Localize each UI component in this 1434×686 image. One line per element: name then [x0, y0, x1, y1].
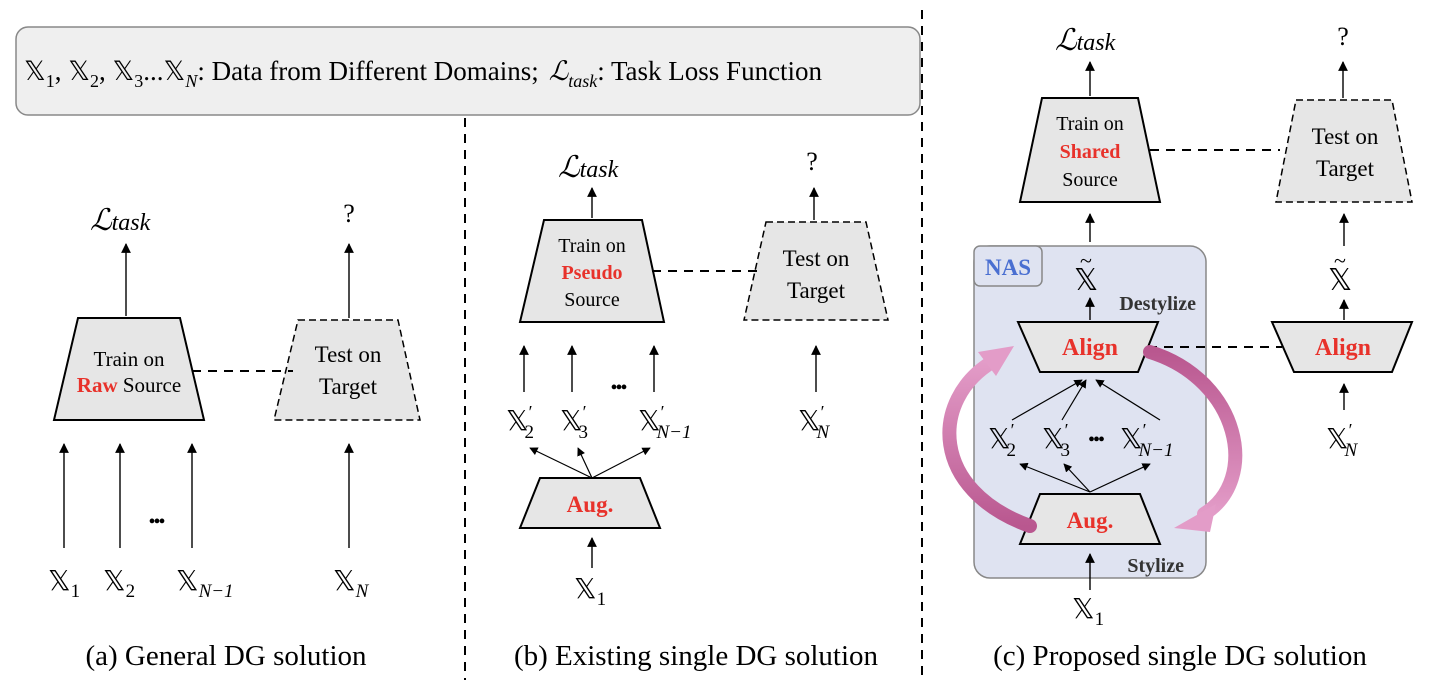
panel-b-train-box: [518, 219, 666, 323]
legend-text: 𝕏1, 𝕏2, 𝕏3...𝕏N: Data from Different Dom…: [24, 56, 823, 91]
svg-text:?: ?: [806, 147, 818, 176]
svg-text:Train on: Train on: [94, 347, 165, 371]
arc-left: [942, 355, 1037, 533]
svg-text:𝕏2: 𝕏2: [103, 564, 135, 602]
svg-text:~: ~: [1334, 248, 1346, 273]
panel-b-caption: (b) Existing single DG solution: [514, 640, 879, 672]
nas-tag: [973, 245, 1043, 287]
arc-right: [1143, 345, 1243, 521]
svg-text:Train on: Train on: [558, 235, 626, 257]
panel-c-test-box: [1275, 99, 1413, 203]
svg-text:Test on: Test on: [783, 246, 850, 271]
svg-text:𝕏′N−1: 𝕏′N−1: [638, 402, 692, 443]
svg-text:Test on: Test on: [315, 342, 382, 367]
arc-left-head: [978, 346, 1014, 376]
svg-text:~: ~: [1080, 248, 1092, 273]
svg-text:𝕏N: 𝕏N: [333, 564, 370, 602]
svg-text:Align: Align: [1062, 335, 1118, 361]
svg-text:Raw Source: Raw Source: [77, 373, 181, 397]
panel-a-question: ?: [343, 199, 355, 228]
svg-text:𝕏′N−1: 𝕏′N−1: [1120, 420, 1174, 461]
legend-box: 𝕏1, 𝕏2, 𝕏3...𝕏N: Data from Different Dom…: [15, 26, 921, 116]
svg-text:Pseudo: Pseudo: [561, 262, 622, 284]
svg-text:𝕏: 𝕏: [1328, 263, 1352, 298]
svg-text:ℒtask: ℒtask: [558, 151, 619, 184]
svg-text:Source: Source: [564, 289, 620, 311]
panel-a-test-box: [273, 319, 421, 421]
svg-text:𝕏′2: 𝕏′2: [988, 420, 1016, 461]
arc-right-head: [1174, 504, 1216, 532]
svg-text:𝕏′2: 𝕏′2: [506, 402, 534, 443]
panel-c: NAS ℒtask ? Train on Shared Source Test …: [942, 22, 1414, 672]
svg-text:•••: •••: [148, 511, 164, 533]
panel-b-aug-box: [518, 477, 662, 529]
svg-text:𝕏1: 𝕏1: [1072, 592, 1104, 630]
svg-text:Target: Target: [787, 278, 846, 303]
panel-c-train-box: [1018, 97, 1162, 203]
svg-text:Aug.: Aug.: [567, 492, 614, 517]
svg-text:NAS: NAS: [985, 255, 1031, 280]
svg-text:𝕏′3: 𝕏′3: [560, 402, 588, 443]
svg-text:Align: Align: [1315, 335, 1371, 361]
svg-text:•••: •••: [1088, 429, 1104, 451]
svg-text:Source: Source: [1062, 169, 1118, 191]
svg-text:𝕏′N: 𝕏′N: [798, 402, 831, 443]
svg-text:Stylize: Stylize: [1127, 555, 1184, 577]
panel-c-align-box-right: [1270, 321, 1414, 373]
svg-text:𝕏1: 𝕏1: [48, 564, 80, 602]
svg-text:Test on: Test on: [1312, 124, 1379, 149]
svg-text:Target: Target: [1316, 156, 1375, 181]
panel-c-caption: (c) Proposed single DG solution: [993, 640, 1367, 672]
svg-text:?: ?: [1337, 22, 1349, 51]
svg-text:Train on: Train on: [1056, 113, 1124, 135]
svg-text:•••: •••: [610, 377, 626, 399]
panel-a-caption: (a) General DG solution: [85, 640, 367, 672]
svg-text:Aug.: Aug.: [1067, 508, 1114, 533]
panel-b: ℒtask ? Train on Pseudo Source Test on T…: [506, 147, 889, 672]
panel-a: ℒtask ? Train on Raw Source Test on Targ…: [48, 199, 421, 672]
svg-text:𝕏N−1: 𝕏N−1: [176, 564, 234, 602]
svg-text:Target: Target: [319, 374, 378, 399]
svg-text:𝕏: 𝕏: [1074, 263, 1098, 298]
panel-c-align-box: [1016, 321, 1160, 373]
svg-text:Shared: Shared: [1060, 141, 1121, 163]
svg-text:Destylize: Destylize: [1119, 293, 1196, 315]
panel-a-train-box: [52, 317, 206, 421]
svg-text:ℒtask: ℒtask: [1055, 24, 1116, 57]
panel-b-test-box: [743, 221, 889, 321]
panel-a-loss: ℒtask: [90, 204, 151, 237]
svg-text:𝕏1: 𝕏1: [574, 572, 606, 610]
svg-text:𝕏′3: 𝕏′3: [1042, 420, 1070, 461]
svg-text:𝕏′N: 𝕏′N: [1326, 420, 1359, 461]
